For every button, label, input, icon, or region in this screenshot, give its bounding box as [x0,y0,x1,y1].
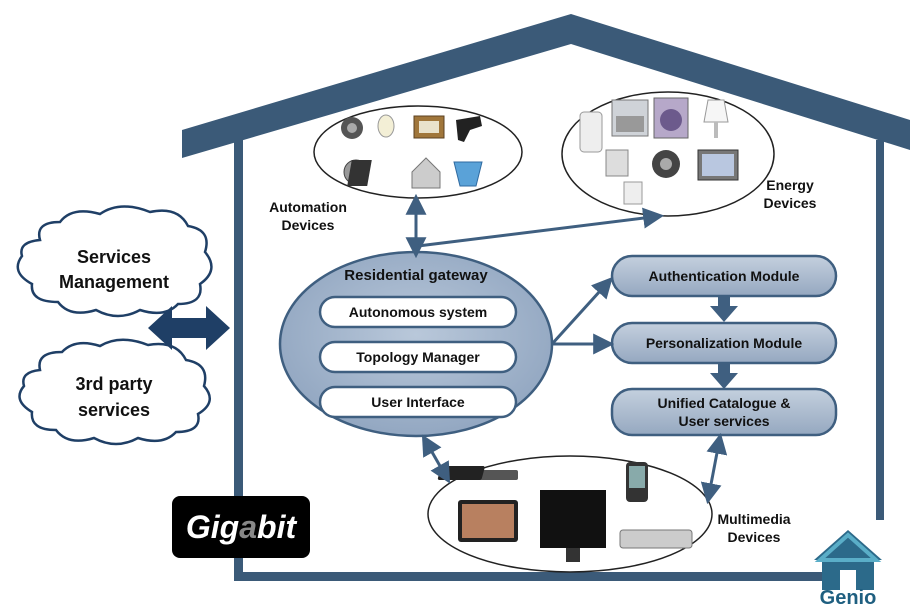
gigabit-logo-post: bit [257,509,297,545]
gigabit-logo: Gigabit [172,496,310,558]
gateway-item-topology-manager [318,340,518,374]
energy-label-1: Energy [766,177,814,193]
unified-catalogue-label-1: Unified Catalogue & [657,395,790,411]
services-management-label-1: Services [77,247,151,267]
unified-catalogue-module: Unified Catalogue & User services [610,387,838,437]
external-link-double-arrow [148,306,230,350]
personalization-module-label: Personalization Module [646,335,803,351]
energy-device-icons [579,97,739,205]
gateway-item-user-interface [318,385,518,419]
residential-gateway: Residential gateway Autonomous system To… [278,250,554,438]
gateway-multimedia-connector [421,434,451,484]
connectors [405,193,728,505]
house-right-wall [876,140,884,520]
automation-label-1: Automation [269,199,347,215]
house-left-wall [234,140,243,580]
gateway-authentication-connector [550,276,613,346]
automation-label-2: Devices [282,217,335,233]
catalogue-multimedia-connector [700,432,728,505]
personalization-to-catalogue-arrow [710,363,738,389]
genio-logo: Genio [814,530,882,606]
multimedia-label-2: Devices [728,529,781,545]
house-outline [182,14,910,581]
gigabit-logo-text: Gigabit [186,509,298,545]
services-management-label-2: Management [59,272,169,292]
third-party-services-cloud: 3rd party services [18,338,211,446]
gateway-item-autonomous-system-label: Autonomous system [349,304,487,320]
automation-device-icons [341,114,483,189]
multimedia-label-1: Multimedia [717,511,790,527]
multimedia-device-icons [437,462,693,562]
third-party-label-2: services [78,400,150,420]
gateway-item-user-interface-label: User Interface [371,394,465,410]
gigabit-logo-mid: a [239,509,257,545]
energy-label-2: Devices [764,195,817,211]
energy-devices-group: Energy Devices [561,91,817,217]
automation-devices-group: Automation Devices [269,105,523,233]
authentication-module: Authentication Module [610,254,838,298]
gigabit-logo-pre: Gig [186,509,239,545]
unified-catalogue-label-2: User services [678,413,769,429]
personalization-module: Personalization Module [610,321,838,365]
house-roof [182,14,910,158]
auth-to-personalization-arrow [710,296,738,322]
residential-gateway-title: Residential gateway [344,267,488,284]
multimedia-devices-group: Multimedia Devices [427,455,791,573]
gateway-energy-connector [417,207,665,248]
authentication-module-label: Authentication Module [649,268,800,284]
third-party-label-1: 3rd party [75,374,152,394]
house-floor [234,572,824,581]
services-management-cloud: Services Management [16,205,213,318]
gateway-item-topology-manager-label: Topology Manager [356,349,480,365]
genio-logo-text: Genio [820,587,877,606]
gateway-item-autonomous-system [318,295,518,329]
